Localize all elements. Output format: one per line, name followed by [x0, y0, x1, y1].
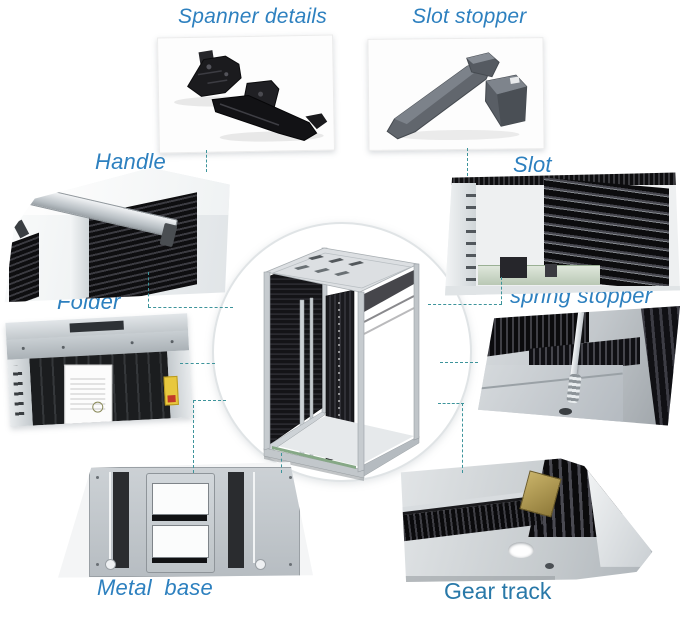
photo-folder — [5, 313, 193, 427]
warning-label-red-mark — [167, 394, 176, 403]
connector-metalbase-h — [193, 400, 226, 401]
screw-dot — [170, 340, 174, 344]
bottom-shadow-edge — [400, 575, 556, 582]
screw-dot — [289, 476, 293, 480]
connector-folder-to-circle — [180, 363, 215, 364]
connector-geartrack-v — [462, 403, 463, 473]
pcb-component-small — [545, 263, 558, 278]
pcb-board — [477, 257, 601, 285]
photo-spanner-details — [157, 34, 335, 154]
slot-bar-upper — [152, 515, 207, 521]
connector-handle-folder-v — [148, 272, 149, 307]
spanner-parts-image — [174, 50, 328, 142]
screw-dot — [21, 346, 25, 350]
slider-rod-left — [109, 472, 112, 564]
photo-handle — [4, 167, 230, 303]
label-gear-track: Gear track — [444, 578, 552, 604]
cutout-upper — [152, 482, 209, 516]
small-hole — [544, 563, 554, 570]
photo-slot-stopper — [367, 37, 545, 151]
screw-dot — [95, 563, 99, 567]
label-metal-base: Metal base — [97, 575, 213, 600]
screw-dot — [95, 476, 99, 480]
slot-bar-lower — [152, 557, 207, 564]
smt-magazine-rack-photo — [263, 247, 420, 481]
slider-knob-left — [105, 558, 117, 570]
document-sheet — [63, 364, 112, 425]
slot-stopper-part-image — [386, 52, 528, 141]
guide-rail-left — [112, 472, 130, 568]
deck-hole — [508, 541, 535, 558]
bottom-deck — [445, 286, 680, 296]
warning-label — [162, 376, 180, 407]
connector-stopper-to-slot — [467, 148, 468, 176]
connector-spanner-to-handle — [206, 150, 207, 172]
deck-groove — [478, 372, 624, 391]
screw-dot — [289, 563, 293, 567]
document-stamp — [92, 401, 104, 413]
pcb-component-large — [499, 257, 527, 279]
dark-side-mass — [640, 306, 680, 426]
photo-spring-stopper — [478, 306, 680, 426]
screw-dot — [130, 341, 134, 345]
vent-marks — [13, 364, 25, 419]
connector-slot-spring-v — [501, 277, 502, 304]
photo-metal-base — [58, 462, 313, 578]
connector-circle-to-metalbase — [281, 453, 282, 473]
label-slot: Slot — [513, 152, 552, 177]
label-spanner-details: Spanner details — [178, 5, 327, 28]
connector-folder-h — [148, 307, 233, 308]
photo-slot — [445, 172, 680, 296]
corner-post — [69, 205, 89, 302]
handle-hook-left — [13, 219, 30, 239]
slotted-panel-left — [9, 232, 40, 303]
guide-rail-right — [227, 472, 245, 568]
connector-spring-h — [428, 304, 502, 305]
cutout-lower — [152, 525, 209, 558]
photo-gear-track — [400, 458, 653, 582]
top-slot-cutout — [69, 320, 125, 333]
slider-knob-right — [254, 558, 266, 570]
left-column — [7, 359, 33, 427]
deck-hole — [558, 408, 572, 416]
metal-deck — [478, 364, 624, 426]
left-rail-slot-marks — [466, 185, 476, 293]
connector-circle-to-spring — [440, 362, 478, 363]
connector-metalbase-v — [193, 400, 194, 473]
base-plate — [88, 466, 300, 578]
screw-dot — [61, 345, 65, 349]
label-slot-stopper: Slot stopper — [412, 5, 527, 28]
silver-wedge — [586, 466, 653, 567]
connector-geartrack-h — [438, 403, 464, 404]
slider-rod-right — [252, 472, 255, 564]
